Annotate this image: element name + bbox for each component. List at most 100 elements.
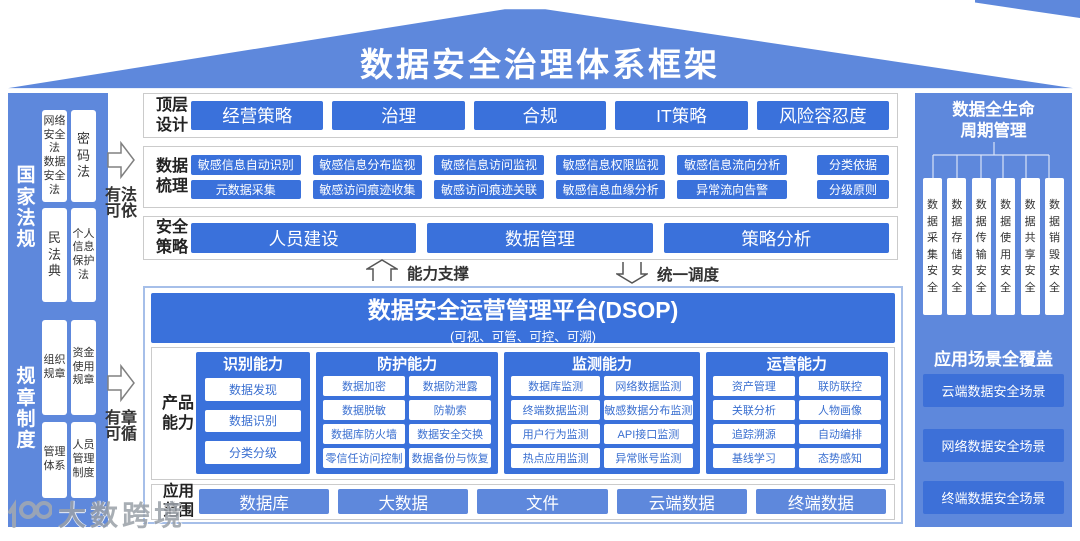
capability-item: 防勒索 [409,400,492,420]
corner-ribbon-wedge [975,0,1080,18]
top-design-box: IT策略 [615,101,748,130]
lifecycle-sidebar-panel: 数据全生命 周期管理 数据采集安全 数据存储安全 数据传输安全 数据使用安全 数… [915,93,1072,527]
scope-box: 文件 [477,489,608,514]
security-strategy-panel: 安全策略 人员建设 数据管理 策略分析 [143,216,898,260]
capability-column-monitor: 监测能力 数据库监测 网络数据监测 终端数据监测 敏感数据分布监测 用户行为监测… [504,352,700,474]
capability-item: 数据脱敏 [323,400,406,420]
rule-box-management-system: 管理体系 [42,422,67,498]
dsop-platform-container: 数据安全运营管理平台(DSOP) (可视、可管、可控、可溯) 产品能力 识别能力… [143,286,903,524]
law-box-cybersecurity-data-law: 网络安全法 数据安全法 [42,110,67,202]
data-sorting-label: 数据梳理 [156,158,189,195]
scope-box: 终端数据 [755,489,887,514]
security-strategy-box: 人员建设 [191,223,417,253]
security-strategy-label: 安全策略 [156,219,189,256]
capability-item: 数据备份与恢复 [409,448,492,468]
diagram-title: 数据安全治理体系框架 [360,46,720,83]
lifecycle-bar: 数据使用安全 [996,178,1016,315]
data-sorting-box: 敏感访问痕迹关联 [434,179,544,199]
application-scope-label: 应用范围 [163,483,195,519]
right-arrow-icon [107,140,135,180]
security-strategy-box: 数据管理 [427,223,653,253]
up-arrow-icon [366,259,398,281]
capability-item: 基线学习 [712,448,795,468]
national-laws-label: 国家法规 [16,165,36,251]
data-sorting-box: 敏感信息分布监视 [312,155,423,175]
capability-item: 人物画像 [798,400,882,420]
left-regulation-panel: 国家法规 规章制度 网络安全法 数据安全法 密码法 民法典 个人信息保护法 组织… [8,93,108,527]
capability-item: 网络数据监测 [604,376,693,396]
capability-item: 用户行为监测 [511,424,600,444]
capability-item: 数据安全交换 [409,424,492,444]
scope-box: 云端数据 [616,489,747,514]
scenario-coverage-title: 应用场景全覆盖 [934,350,1053,369]
rule-basis-caption: 有章可循 [104,410,137,443]
capability-support-caption: 能力支撑 [407,266,470,283]
capability-column-operate: 运营能力 资产管理 联防联控 关联分析 人物画像 追踪溯源 自动编排 基线学习 … [705,352,889,474]
data-sorting-box: 敏感访问痕迹收集 [312,179,423,199]
rule-box-organization: 组织规章 [42,320,67,415]
capability-item: 关联分析 [712,400,795,420]
right-arrow-icon [107,363,135,403]
capability-column-title: 监测能力 [572,356,633,373]
capability-item: 追踪溯源 [712,424,795,444]
capability-item: 数据库防火墙 [323,424,406,444]
scope-box: 大数据 [338,489,469,514]
top-design-panel: 顶层设计 经营策略 治理 合规 IT策略 风险容忍度 [143,93,898,138]
top-design-box: 风险容忍度 [756,101,890,130]
capability-item: 联防联控 [798,376,882,396]
scope-box: 数据库 [199,489,330,514]
top-design-box: 治理 [332,101,465,130]
capability-item: 数据库监测 [511,376,600,396]
rule-box-funds-usage: 资金使用规章 [71,320,96,415]
capability-item: API接口监测 [604,424,693,444]
capability-item: 资产管理 [712,376,795,396]
capability-item: 态势感知 [798,448,882,468]
scenario-box-terminal: 终端数据安全场景 [923,481,1064,514]
capability-item: 数据加密 [323,376,406,396]
down-arrow-icon [616,262,648,284]
capability-column-protect: 防护能力 数据加密 数据防泄露 数据脱敏 防勒索 数据库防火墙 数据安全交换 零… [316,352,499,474]
capability-item: 数据发现 [205,378,301,401]
capability-column-title: 识别能力 [222,356,283,373]
capability-column-title: 防护能力 [377,356,438,373]
capability-column-title: 运营能力 [766,356,827,373]
data-sorting-box: 分类依据 [816,155,889,175]
law-box-civil-code: 民法典 [42,208,67,302]
tree-connector-lines [932,142,1050,178]
lifecycle-bar: 数据传输安全 [971,178,991,315]
roof-banner: 数据安全治理体系框架 [8,9,1073,89]
scenario-box-cloud: 云端数据安全场景 [923,374,1064,407]
data-sorting-box: 敏感信息血缘分析 [555,179,666,199]
scenario-box-network: 网络数据安全场景 [923,429,1064,462]
top-design-box: 合规 [473,101,607,130]
capability-item: 数据防泄露 [409,376,492,396]
lifecycle-bars: 数据采集安全 数据存储安全 数据传输安全 数据使用安全 数据共享安全 数据销毁安… [923,178,1064,315]
capability-item: 终端数据监测 [511,400,600,420]
dsop-subtitle: (可视、可管、可控、可溯) [450,330,596,344]
top-design-label: 顶层设计 [156,96,189,134]
data-sorting-box: 敏感信息流向分析 [677,155,787,175]
data-sorting-box: 敏感信息访问监视 [434,155,544,175]
data-sorting-panel: 数据梳理 敏感信息自动识别 敏感信息分布监视 敏感信息访问监视 敏感信息权限监视… [143,146,898,208]
top-design-box: 经营策略 [191,101,324,130]
law-basis-caption: 有法可依 [104,187,137,220]
data-sorting-box: 元数据采集 [191,179,301,199]
unified-scheduling-caption: 统一调度 [657,267,720,284]
lifecycle-bar: 数据共享安全 [1020,178,1040,315]
lifecycle-bar: 数据销毁安全 [1044,178,1064,315]
dsop-header: 数据安全运营管理平台(DSOP) (可视、可管、可控、可溯) [151,293,895,344]
lifecycle-bar: 数据采集安全 [923,178,942,315]
capability-item: 分类分级 [205,441,301,464]
data-sorting-box: 敏感信息自动识别 [191,155,301,175]
capability-item: 数据识别 [205,409,301,433]
law-box-personal-info-protection: 个人信息保护法 [71,208,96,302]
capability-item: 异常账号监测 [604,448,693,468]
capability-item: 敏感数据分布监测 [604,400,693,420]
product-capability-label: 产品能力 [162,394,195,432]
application-scope-panel: 应用范围 数据库 大数据 文件 云端数据 终端数据 [151,483,895,520]
capability-column-identify: 识别能力 数据发现 数据识别 分类分级 [196,352,310,474]
product-capability-panel: 产品能力 识别能力 数据发现 数据识别 分类分级 防护能力 数据加密 数据防泄露 [151,347,895,480]
security-strategy-box: 策略分析 [663,223,889,253]
lifecycle-bar: 数据存储安全 [947,178,967,315]
